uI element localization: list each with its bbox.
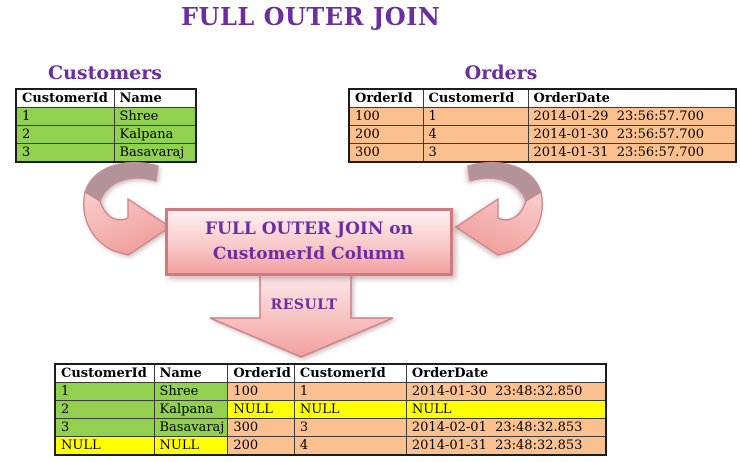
table-row: 200 4 2014-01-30 23:56:57.700 [348,125,737,144]
table-cell: 100 [227,382,295,401]
orders-header-row: OrderId CustomerId OrderDate [348,88,737,108]
table-cell: NULL [153,436,229,456]
table-cell: 1 [54,382,155,401]
table-row: 3 Basavaraj 300 3 2014-02-01 23:48:32.85… [54,418,607,437]
table-cell: 2014-02-01 23:48:32.853 [405,418,607,437]
orders-table-title: Orders [464,62,538,84]
table-cell: 200 [348,125,424,144]
column-header: CustomerId [293,363,407,383]
result-header-row: CustomerId Name OrderId CustomerId Order… [54,363,607,383]
table-cell: 3 [422,143,529,163]
table-cell: 3 [15,143,115,163]
table-cell: NULL [405,400,607,419]
table-cell: 3 [293,418,407,437]
column-header: Name [113,88,197,108]
column-header: OrderId [227,363,295,383]
customers-header-row: CustomerId Name [15,88,197,108]
table-cell: 100 [348,107,424,126]
table-cell: 2014-01-30 23:48:32.850 [405,382,607,401]
table-cell: Shree [113,107,197,126]
table-cell: 2 [15,125,115,144]
table-cell: NULL [227,400,295,419]
table-cell: 4 [293,436,407,456]
table-row: 2 Kalpana [15,125,197,144]
table-cell: 4 [422,125,529,144]
result-table: CustomerId Name OrderId CustomerId Order… [54,363,608,456]
table-row: NULL NULL 200 4 2014-01-31 23:48:32.853 [54,436,607,456]
table-cell: 200 [227,436,295,456]
table-cell: Basavaraj [113,143,197,163]
table-row: 2 Kalpana NULL NULL NULL [54,400,607,419]
table-cell: 2014-01-30 23:56:57.700 [527,125,737,144]
table-cell: NULL [293,400,407,419]
table-cell: Kalpana [153,400,229,419]
column-header: OrderId [348,88,424,108]
column-header: CustomerId [54,363,155,383]
table-cell: 2 [54,400,155,419]
table-cell: 1 [15,107,115,126]
table-cell: 300 [227,418,295,437]
column-header: OrderDate [405,363,607,383]
curved-arrow-right-icon [454,161,543,256]
table-cell: Kalpana [113,125,197,144]
table-row: 1 Shree [15,107,197,126]
curved-arrow-left-icon [83,161,172,256]
page-title: FULL OUTER JOIN [181,2,441,31]
table-cell: 2014-01-31 23:56:57.700 [527,143,737,163]
column-header: CustomerId [422,88,529,108]
table-row: 100 1 2014-01-29 23:56:57.700 [348,107,737,126]
table-cell: Shree [153,382,229,401]
table-cell: 1 [422,107,529,126]
customers-table-title: Customers [48,62,162,84]
join-box: FULL OUTER JOIN on CustomerId Column [165,208,453,276]
column-header: Name [153,363,229,383]
table-cell: NULL [54,436,155,456]
table-row: 300 3 2014-01-31 23:56:57.700 [348,143,737,163]
table-cell: 2014-01-29 23:56:57.700 [527,107,737,126]
table-row: 1 Shree 100 1 2014-01-30 23:48:32.850 [54,382,607,401]
result-label: RESULT [270,297,338,313]
customers-table: CustomerId Name 1 Shree 2 Kalpana 3 Basa… [15,88,197,163]
table-row: 3 Basavaraj [15,143,197,163]
table-cell: 3 [54,418,155,437]
table-cell: 1 [293,382,407,401]
column-header: CustomerId [15,88,115,108]
join-box-line1: FULL OUTER JOIN on [205,219,413,240]
table-cell: 300 [348,143,424,163]
table-cell: Basavaraj [153,418,229,437]
column-header: OrderDate [527,88,737,108]
table-cell: 2014-01-31 23:48:32.853 [405,436,607,456]
join-box-line2: CustomerId Column [212,244,406,264]
result-down-arrow-icon [209,268,394,358]
orders-table: OrderId CustomerId OrderDate 100 1 2014-… [348,88,737,163]
